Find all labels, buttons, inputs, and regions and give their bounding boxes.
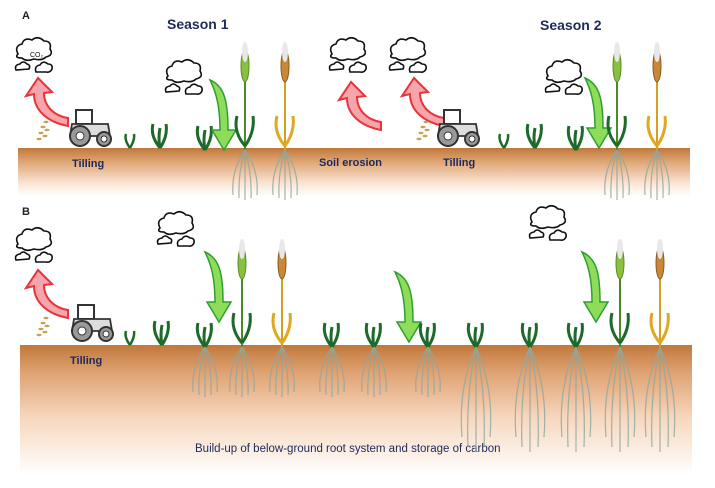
roots-icon: [604, 346, 636, 453]
root-caption: Build-up of below-ground root system and…: [195, 443, 501, 455]
roots-icon: [192, 346, 218, 398]
roots-icon: [229, 346, 255, 398]
young-plant-icon: [150, 122, 168, 150]
carbon-arrow-icon: [581, 251, 609, 323]
seeds-icon: [36, 316, 50, 337]
co2-cloud-icon: [14, 226, 53, 264]
emission-arrow-icon: [401, 77, 445, 127]
co2-cloud-icon: [164, 58, 203, 95]
roots-icon: [644, 149, 670, 201]
tilling-label-b: Tilling: [70, 355, 103, 367]
roots-icon: [319, 346, 345, 398]
emission-arrow-icon: [25, 269, 69, 319]
young-plant-icon: [322, 321, 340, 349]
young-plant-icon: [525, 122, 543, 150]
carbon-arrow-icon: [209, 79, 237, 151]
sprout-icon: [124, 329, 136, 347]
tractor-icon: [69, 109, 112, 147]
tractor-icon: [437, 109, 480, 147]
seeds-icon: [36, 120, 50, 141]
roots-icon: [361, 346, 387, 398]
season-1-title: Season 1: [167, 16, 229, 32]
young-plant-icon: [418, 321, 436, 349]
roots-icon: [272, 149, 298, 201]
carbon-arrow-icon: [394, 271, 422, 343]
young-plant-icon: [195, 321, 213, 349]
co2-cloud-icon: [156, 210, 195, 247]
tilling-label-a1: Tilling: [72, 158, 105, 170]
wheat-gold-icon: [271, 237, 292, 349]
panel-a-label: A: [22, 10, 30, 22]
soil-erosion-label: Soil erosion: [319, 157, 382, 169]
cloud-icon: [328, 36, 367, 73]
co2-label: CO₂: [30, 52, 44, 59]
carbon-arrow-icon: [584, 77, 612, 149]
tilling-label-a2: Tilling: [443, 157, 476, 169]
emission-arrow-icon: [25, 77, 69, 127]
wheat-gold-icon: [274, 40, 295, 152]
roots-icon: [415, 346, 441, 398]
sprout-icon: [124, 132, 136, 150]
season-2-title: Season 2: [540, 17, 602, 33]
wheat-green-icon: [231, 237, 252, 349]
young-plant-icon: [364, 321, 382, 349]
roots-icon: [232, 149, 258, 201]
panel-b-label: B: [22, 206, 30, 218]
cloud-icon: [528, 204, 567, 241]
wheat-gold-icon: [646, 40, 667, 152]
sprout-icon: [498, 132, 510, 150]
soil-layer-a: [18, 148, 690, 196]
roots-icon: [560, 346, 592, 453]
young-plant-icon: [566, 124, 584, 152]
roots-icon: [604, 149, 630, 201]
roots-icon: [644, 346, 676, 453]
wheat-green-icon: [606, 40, 627, 152]
erosion-arrow-icon: [338, 81, 382, 131]
roots-icon: [460, 346, 492, 453]
young-plant-icon: [520, 321, 538, 349]
young-plant-icon: [566, 321, 584, 349]
carbon-arrow-icon: [204, 251, 232, 323]
cloud-icon: [388, 36, 427, 73]
young-plant-icon: [152, 319, 170, 347]
roots-icon: [514, 346, 546, 453]
seeds-icon: [416, 120, 430, 141]
wheat-green-icon: [234, 40, 255, 152]
tractor-icon: [71, 304, 114, 342]
young-plant-icon: [466, 321, 484, 349]
wheat-green-icon: [609, 237, 630, 349]
roots-icon: [269, 346, 295, 398]
cloud-icon: [544, 58, 583, 95]
young-plant-icon: [195, 124, 213, 152]
wheat-gold-icon: [649, 237, 670, 349]
